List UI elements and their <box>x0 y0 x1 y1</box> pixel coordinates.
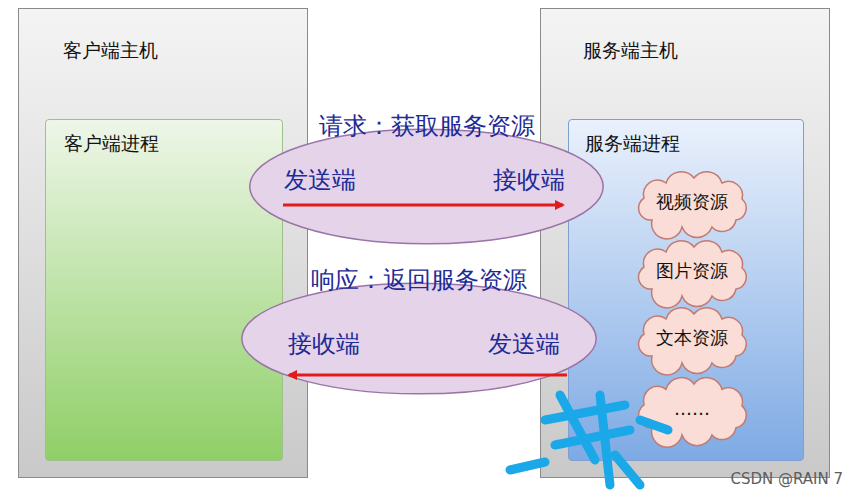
node-text: 接收端 <box>493 166 565 195</box>
node-title: 文本资源 <box>656 327 728 349</box>
response-ellipse: 响应：返回服务资源接收端发送端 <box>240 282 598 395</box>
node-title: 客户端主机 <box>63 39 158 62</box>
watermark: CSDN @RAIN 7 <box>730 470 843 488</box>
resource-cloud: 图片资源 <box>632 243 752 299</box>
request-ellipse: 请求：获取服务资源发送端接收端 <box>248 128 605 245</box>
resource-cloud: 视频资源 <box>632 174 752 230</box>
node-title: 服务端主机 <box>583 39 678 62</box>
node-text: 接收端 <box>288 330 360 359</box>
node-title: 响应：返回服务资源 <box>311 266 527 295</box>
node-title: 服务端进程 <box>585 132 680 155</box>
node-text: 发送端 <box>284 166 356 195</box>
resource-cloud: 文本资源 <box>632 310 752 366</box>
node-title: 视频资源 <box>656 191 728 213</box>
client-host-box: 客户端主机客户端进程 <box>18 8 308 478</box>
node-text: 发送端 <box>488 330 560 359</box>
node-title: …… <box>674 398 710 420</box>
node-title: 图片资源 <box>656 260 728 282</box>
server-process-box: 服务端进程视频资源图片资源文本资源 …… <box>568 119 804 461</box>
node-title: 客户端进程 <box>64 132 159 155</box>
server-host-box: 服务端主机服务端进程视频资源图片资源文本资源 …… <box>540 8 830 478</box>
resource-cloud: …… <box>632 380 752 438</box>
node-title: 请求：获取服务资源 <box>319 112 535 141</box>
client-process-box: 客户端进程 <box>45 119 283 461</box>
